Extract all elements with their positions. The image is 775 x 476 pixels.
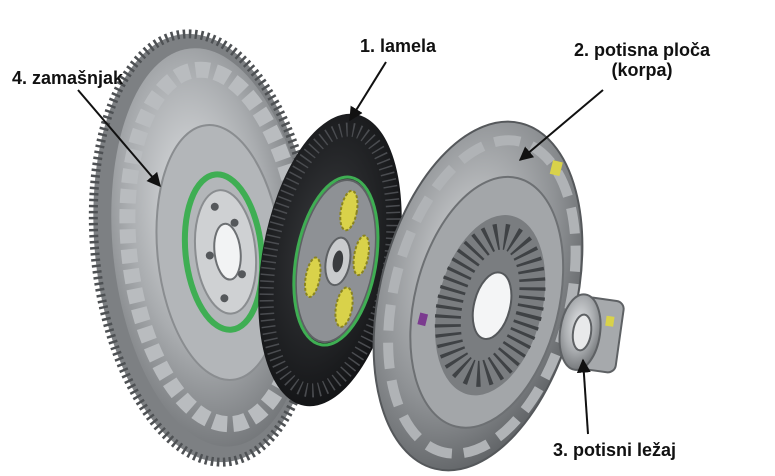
arrow-flywheel	[77, 89, 161, 188]
flywheel-bolt-hole	[220, 294, 229, 303]
clutch-disc-spring	[339, 189, 359, 232]
flywheel-bolt-hole	[230, 218, 239, 227]
clutch-disc-spring	[304, 256, 322, 298]
label-pressure-plate: 2. potisna ploča (korpa)	[562, 40, 722, 80]
flywheel-bolt-hole	[210, 202, 219, 211]
arrow-release-bearing	[576, 358, 591, 435]
label-flywheel: 4. zamašnjak	[12, 68, 124, 88]
label-clutch-disc: 1. lamela	[360, 36, 437, 56]
label-release-bearing: 3. potisni ležaj	[553, 440, 677, 460]
label-pressure-plate-line1: 2. potisna ploča	[573, 40, 711, 60]
clutch-disc-spline-bore	[332, 250, 344, 273]
label-pressure-plate-line2: (korpa)	[611, 60, 673, 80]
clutch-disc-green-edge	[292, 175, 380, 347]
pressure-plate-yellow-tab	[549, 160, 563, 177]
flywheel-green-ring	[181, 171, 266, 333]
clutch-disc-spring	[334, 286, 354, 328]
release-bearing-clip	[605, 315, 615, 327]
arrow-pressure-plate	[518, 89, 604, 161]
flywheel-bolt-hole	[237, 270, 246, 279]
flywheel-bolt-hole	[205, 251, 214, 260]
flywheel	[88, 29, 322, 467]
pressure-plate	[372, 120, 584, 472]
release-bearing	[558, 293, 625, 374]
pressure-plate-center-opening	[471, 271, 513, 340]
pressure-plate-diaphragm-fingers	[434, 223, 546, 387]
release-bearing-bore	[571, 313, 593, 352]
flywheel-center-hole	[213, 222, 242, 281]
arrow-clutch-disc	[349, 61, 387, 122]
pressure-plate-purple-tab	[417, 312, 429, 327]
